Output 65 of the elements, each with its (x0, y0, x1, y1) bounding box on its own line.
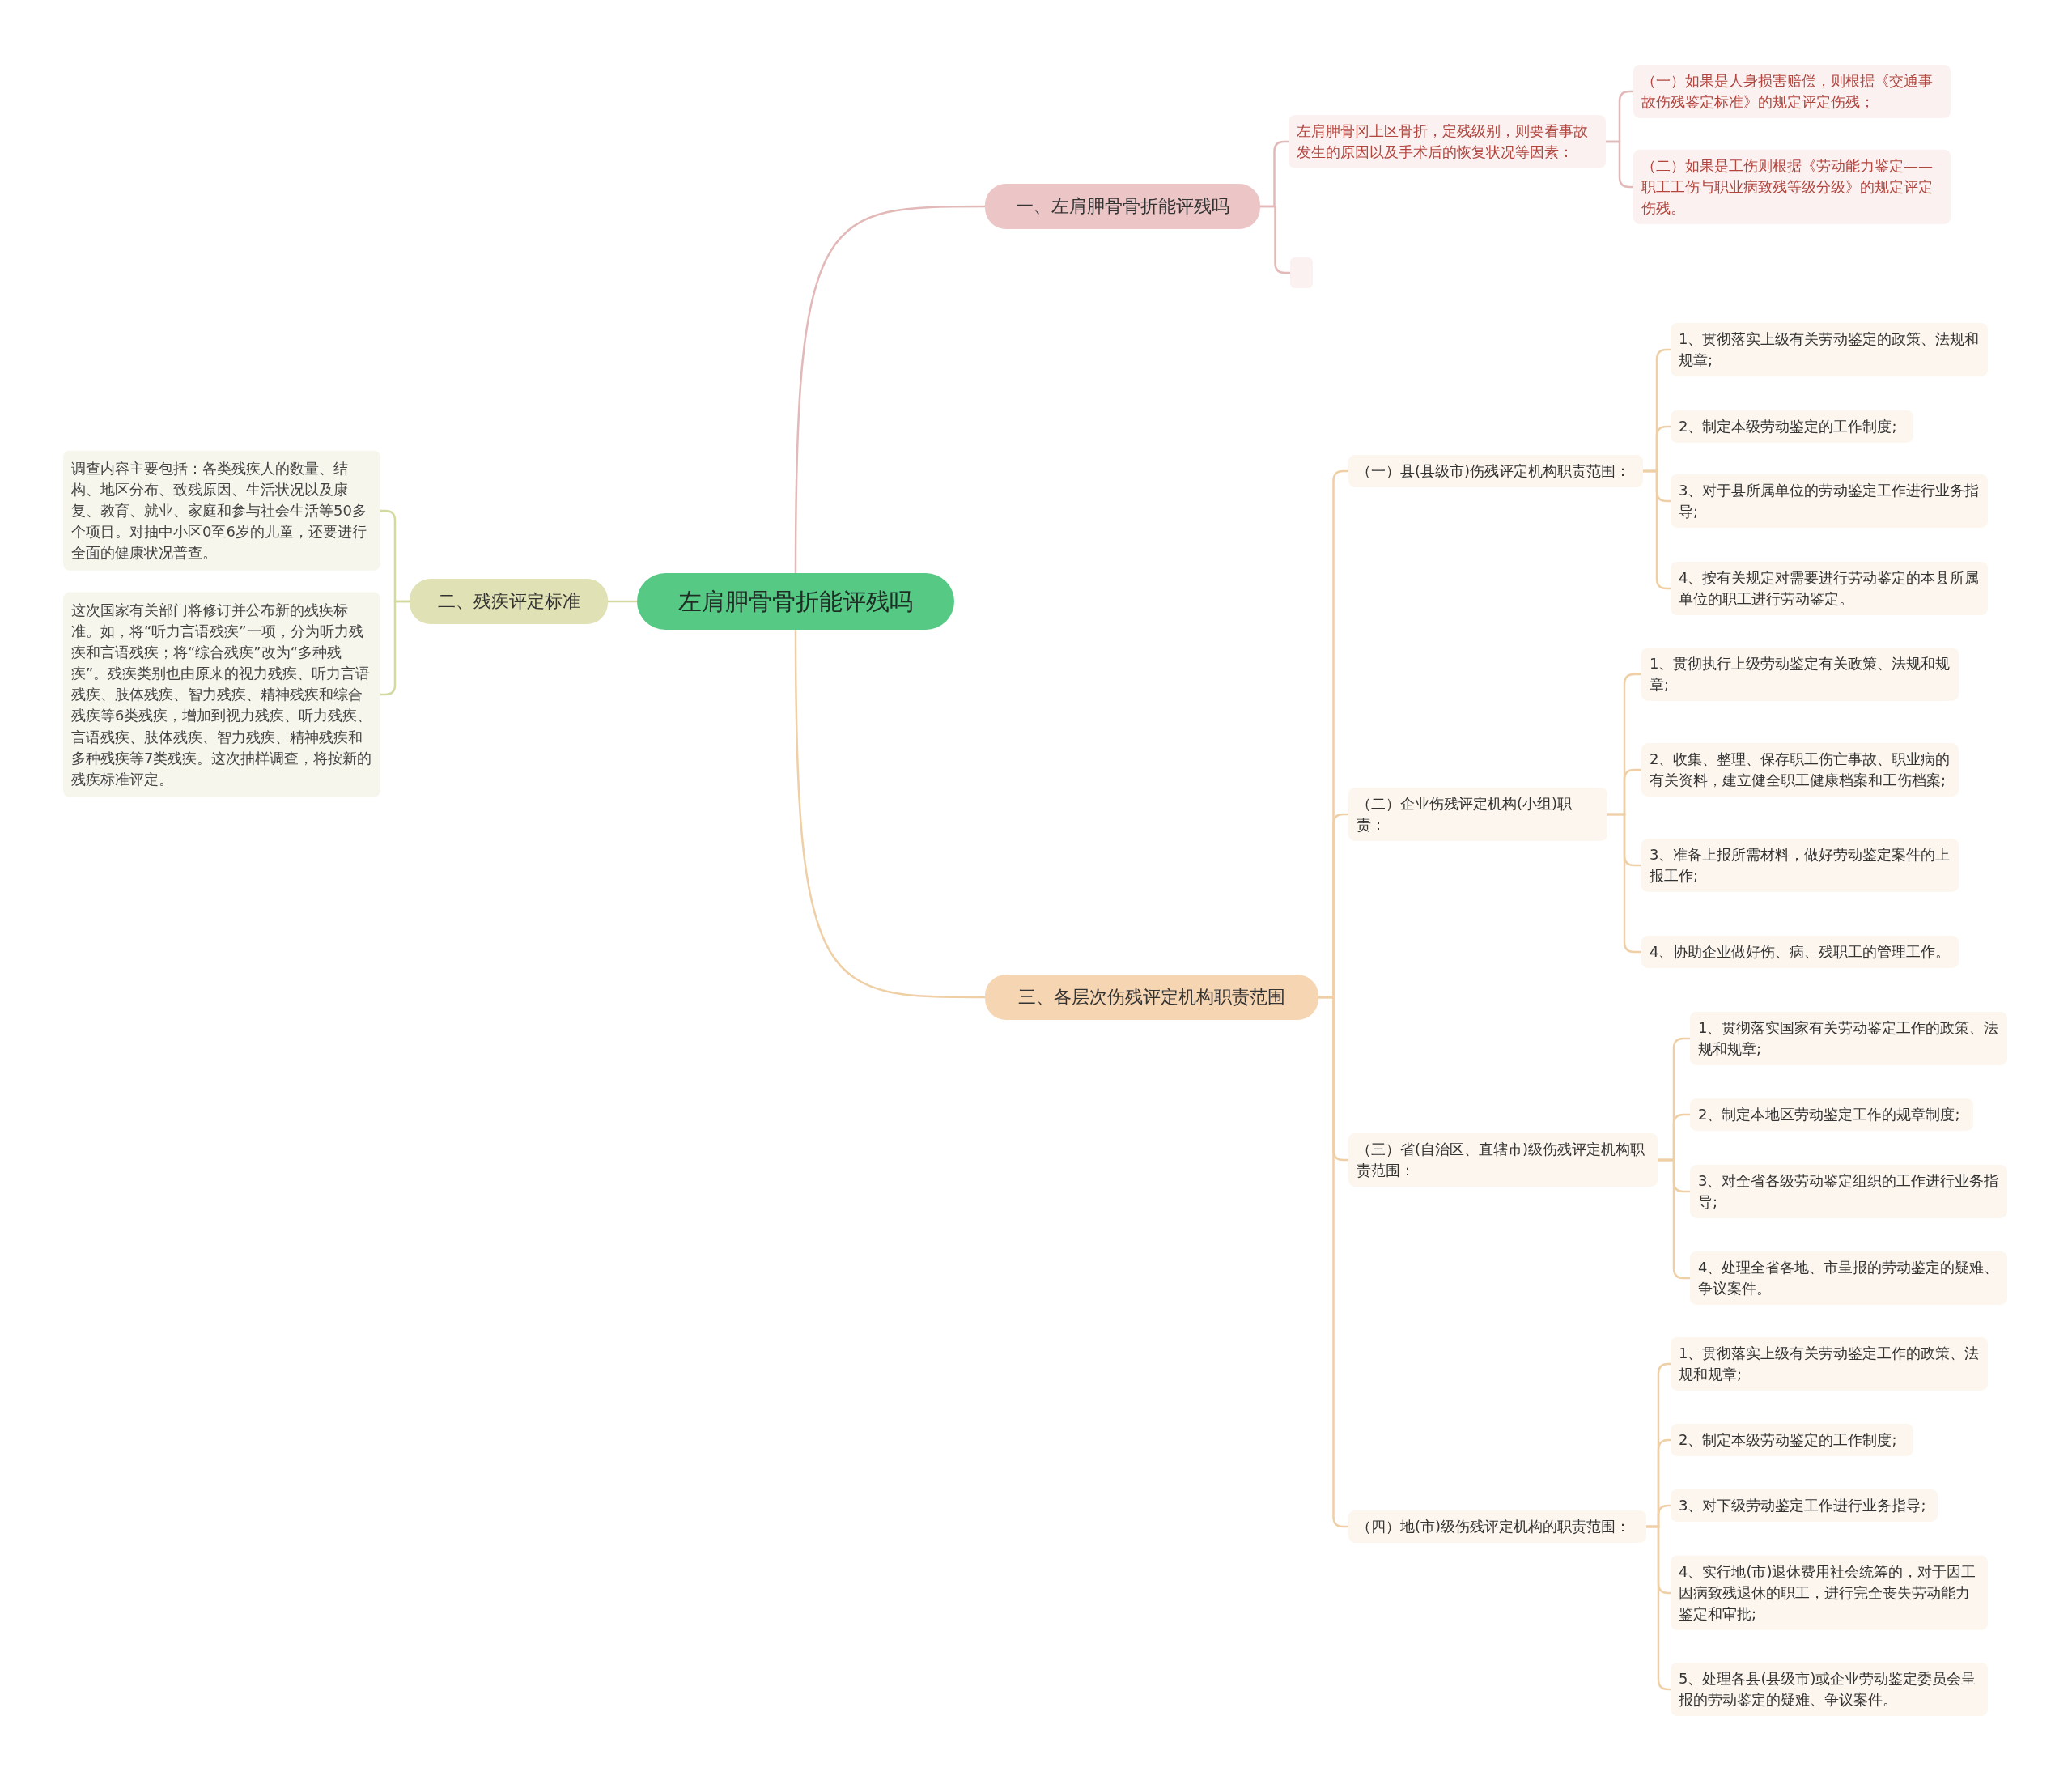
subtopic-card (1348, 1510, 1646, 1544)
topic-text: 2、制定本级劳动鉴定的工作制度; (1679, 416, 1898, 436)
topic-text: 左肩胛骨骨折能评残吗 (677, 587, 914, 617)
connector-line (1658, 1158, 1690, 1280)
subtopic-card (1671, 1489, 1938, 1523)
subtopic-card (1633, 149, 1951, 225)
subtopic-card (1641, 935, 1959, 969)
subtopic-card (1641, 742, 1959, 797)
topic-text: 4、按有关规定对需要进行劳动鉴定的本县所属单位的职工进行劳动鉴定。 (1679, 567, 1980, 609)
subtopic-card (1671, 1662, 1988, 1717)
connector-line (794, 205, 985, 573)
subtopic-card (1690, 1164, 2007, 1219)
subtopic-card (1641, 647, 1959, 702)
subtopic-card (1348, 787, 1607, 842)
subtopic-card (1671, 322, 1988, 377)
topic-text: 1、贯彻落实国家有关劳动鉴定工作的政策、法规和规章; (1698, 1017, 1999, 1059)
connector-line (1607, 813, 1641, 954)
connector-line (1646, 1525, 1671, 1691)
topic-text: （四）地(市)级伤残评定机构的职责范围： (1357, 1516, 1632, 1536)
topic-text: 3、对于县所属单位的劳动鉴定工作进行业务指导; (1679, 480, 1980, 521)
topic-text: 2、制定本级劳动鉴定的工作制度; (1679, 1430, 1898, 1450)
topic-text: 1、贯彻执行上级劳动鉴定有关政策、法规和规章; (1650, 653, 1951, 695)
topic-text: 2、制定本地区劳动鉴定工作的规章制度; (1698, 1104, 1961, 1124)
topic-text: 1、贯彻落实上级有关劳动鉴定的政策、法规和规章; (1679, 329, 1980, 370)
subtopic-card (1690, 1251, 2007, 1306)
topic-text: 1、贯彻落实上级有关劳动鉴定工作的政策、法规和规章; (1679, 1343, 1980, 1384)
topic-text: 4、协助企业做好伤、病、残职工的管理工作。 (1650, 941, 1951, 962)
subtopic-card (1633, 64, 1951, 119)
subtopic-card (1289, 114, 1606, 169)
subtopic-card (1690, 1098, 1973, 1132)
topic-text: 3、对下级劳动鉴定工作进行业务指导; (1679, 1495, 1927, 1515)
subtopic-card (1671, 1555, 1988, 1631)
topic-text: （三）省(自治区、直辖市)级伤残评定机构职责范围： (1357, 1139, 1646, 1180)
topic-text: 三、各层次伤残评定机构职责范围 (1017, 986, 1286, 1009)
subtopic-card (1671, 561, 1988, 616)
subtopic-card (1671, 1336, 1988, 1391)
topic-text: 3、对全省各级劳动鉴定组织的工作进行业务指导; (1698, 1170, 1999, 1212)
topic-text: 4、处理全省各地、市呈报的劳动鉴定的疑难、争议案件。 (1698, 1257, 1999, 1298)
topic-text: 2、收集、整理、保存职工伤亡事故、职业病的有关资料，建立健全职工健康档案和工伤档案; (1650, 749, 1951, 790)
subtopic-card (1671, 1423, 1913, 1457)
topic-text: 3、准备上报所需材料，做好劳动鉴定案件的上报工作; (1650, 844, 1951, 886)
subtopic-card (1348, 1132, 1658, 1187)
topic-text: （一）县(县级市)伤残评定机构职责范围： (1357, 461, 1632, 481)
connector-line (608, 600, 637, 603)
topic-text: 4、实行地(市)退休费用社会统筹的，对于因工因病致残退休的职工，进行完全丧失劳动能力鉴定和审批; (1679, 1561, 1977, 1625)
subtopic-card (1671, 474, 1988, 529)
empty-box (1290, 257, 1313, 288)
topic-text: （二）企业伤残评定机构(小组)职责： (1357, 793, 1573, 835)
main-topic (985, 184, 1260, 229)
topic-text: 这次国家有关部门将修订并公布新的残疾标准。如，将“听力言语残疾”一项，分为听力残疾和言语残疾；将“综合残疾”改为“多种残疾”。残疾类别也由原来的视力残疾、听力言语残疾、肢体残疾、智力残疾、精神残疾和综合残疾等6类残疾，增加到视力残疾、听力残疾、言语残疾、肢体残疾、智力残疾、精神残疾和多种残疾等7类残疾。这次抽样调查，将按新的残疾标准评定。 (71, 600, 372, 789)
topic-text: 5、处理各县(县级市)或企业劳动鉴定委员会呈报的劳动鉴定的疑难、争议案件。 (1679, 1668, 1977, 1710)
main-topic (410, 579, 608, 624)
note-card (63, 450, 380, 571)
subtopic-card (1671, 410, 1913, 444)
connector-line (794, 630, 985, 999)
subtopic-card (1641, 838, 1959, 893)
topic-text: 调查内容主要包括：各类残疾人的数量、结构、地区分布、致残原因、生活状况以及康复、教育、就业、家庭和参与社会生活等50多个项目。对抽中小区0至6岁的儿童，还要进行全面的健康状况普查。 (71, 458, 367, 563)
subtopic-card (1690, 1011, 2007, 1066)
topic-text: （二）如果是工伤则根据《劳动能力鉴定——职工工伤与职业病致残等级分级》的规定评定伤残。 (1641, 155, 1934, 219)
topic-text: 左肩胛骨冈上区骨折，定残级别，则要看事故发生的原因以及手术后的恢复状况等因素： (1297, 121, 1589, 162)
main-topic (985, 975, 1318, 1020)
topic-text: 二、残疾评定标准 (436, 590, 581, 614)
topic-text: （一）如果是人身损害赔偿，则根据《交通事故伤残鉴定标准》的规定评定伤残； (1641, 70, 1934, 112)
subtopic-card (1348, 454, 1643, 488)
topic-text: 一、左肩胛骨骨折能评残吗 (1015, 195, 1230, 219)
